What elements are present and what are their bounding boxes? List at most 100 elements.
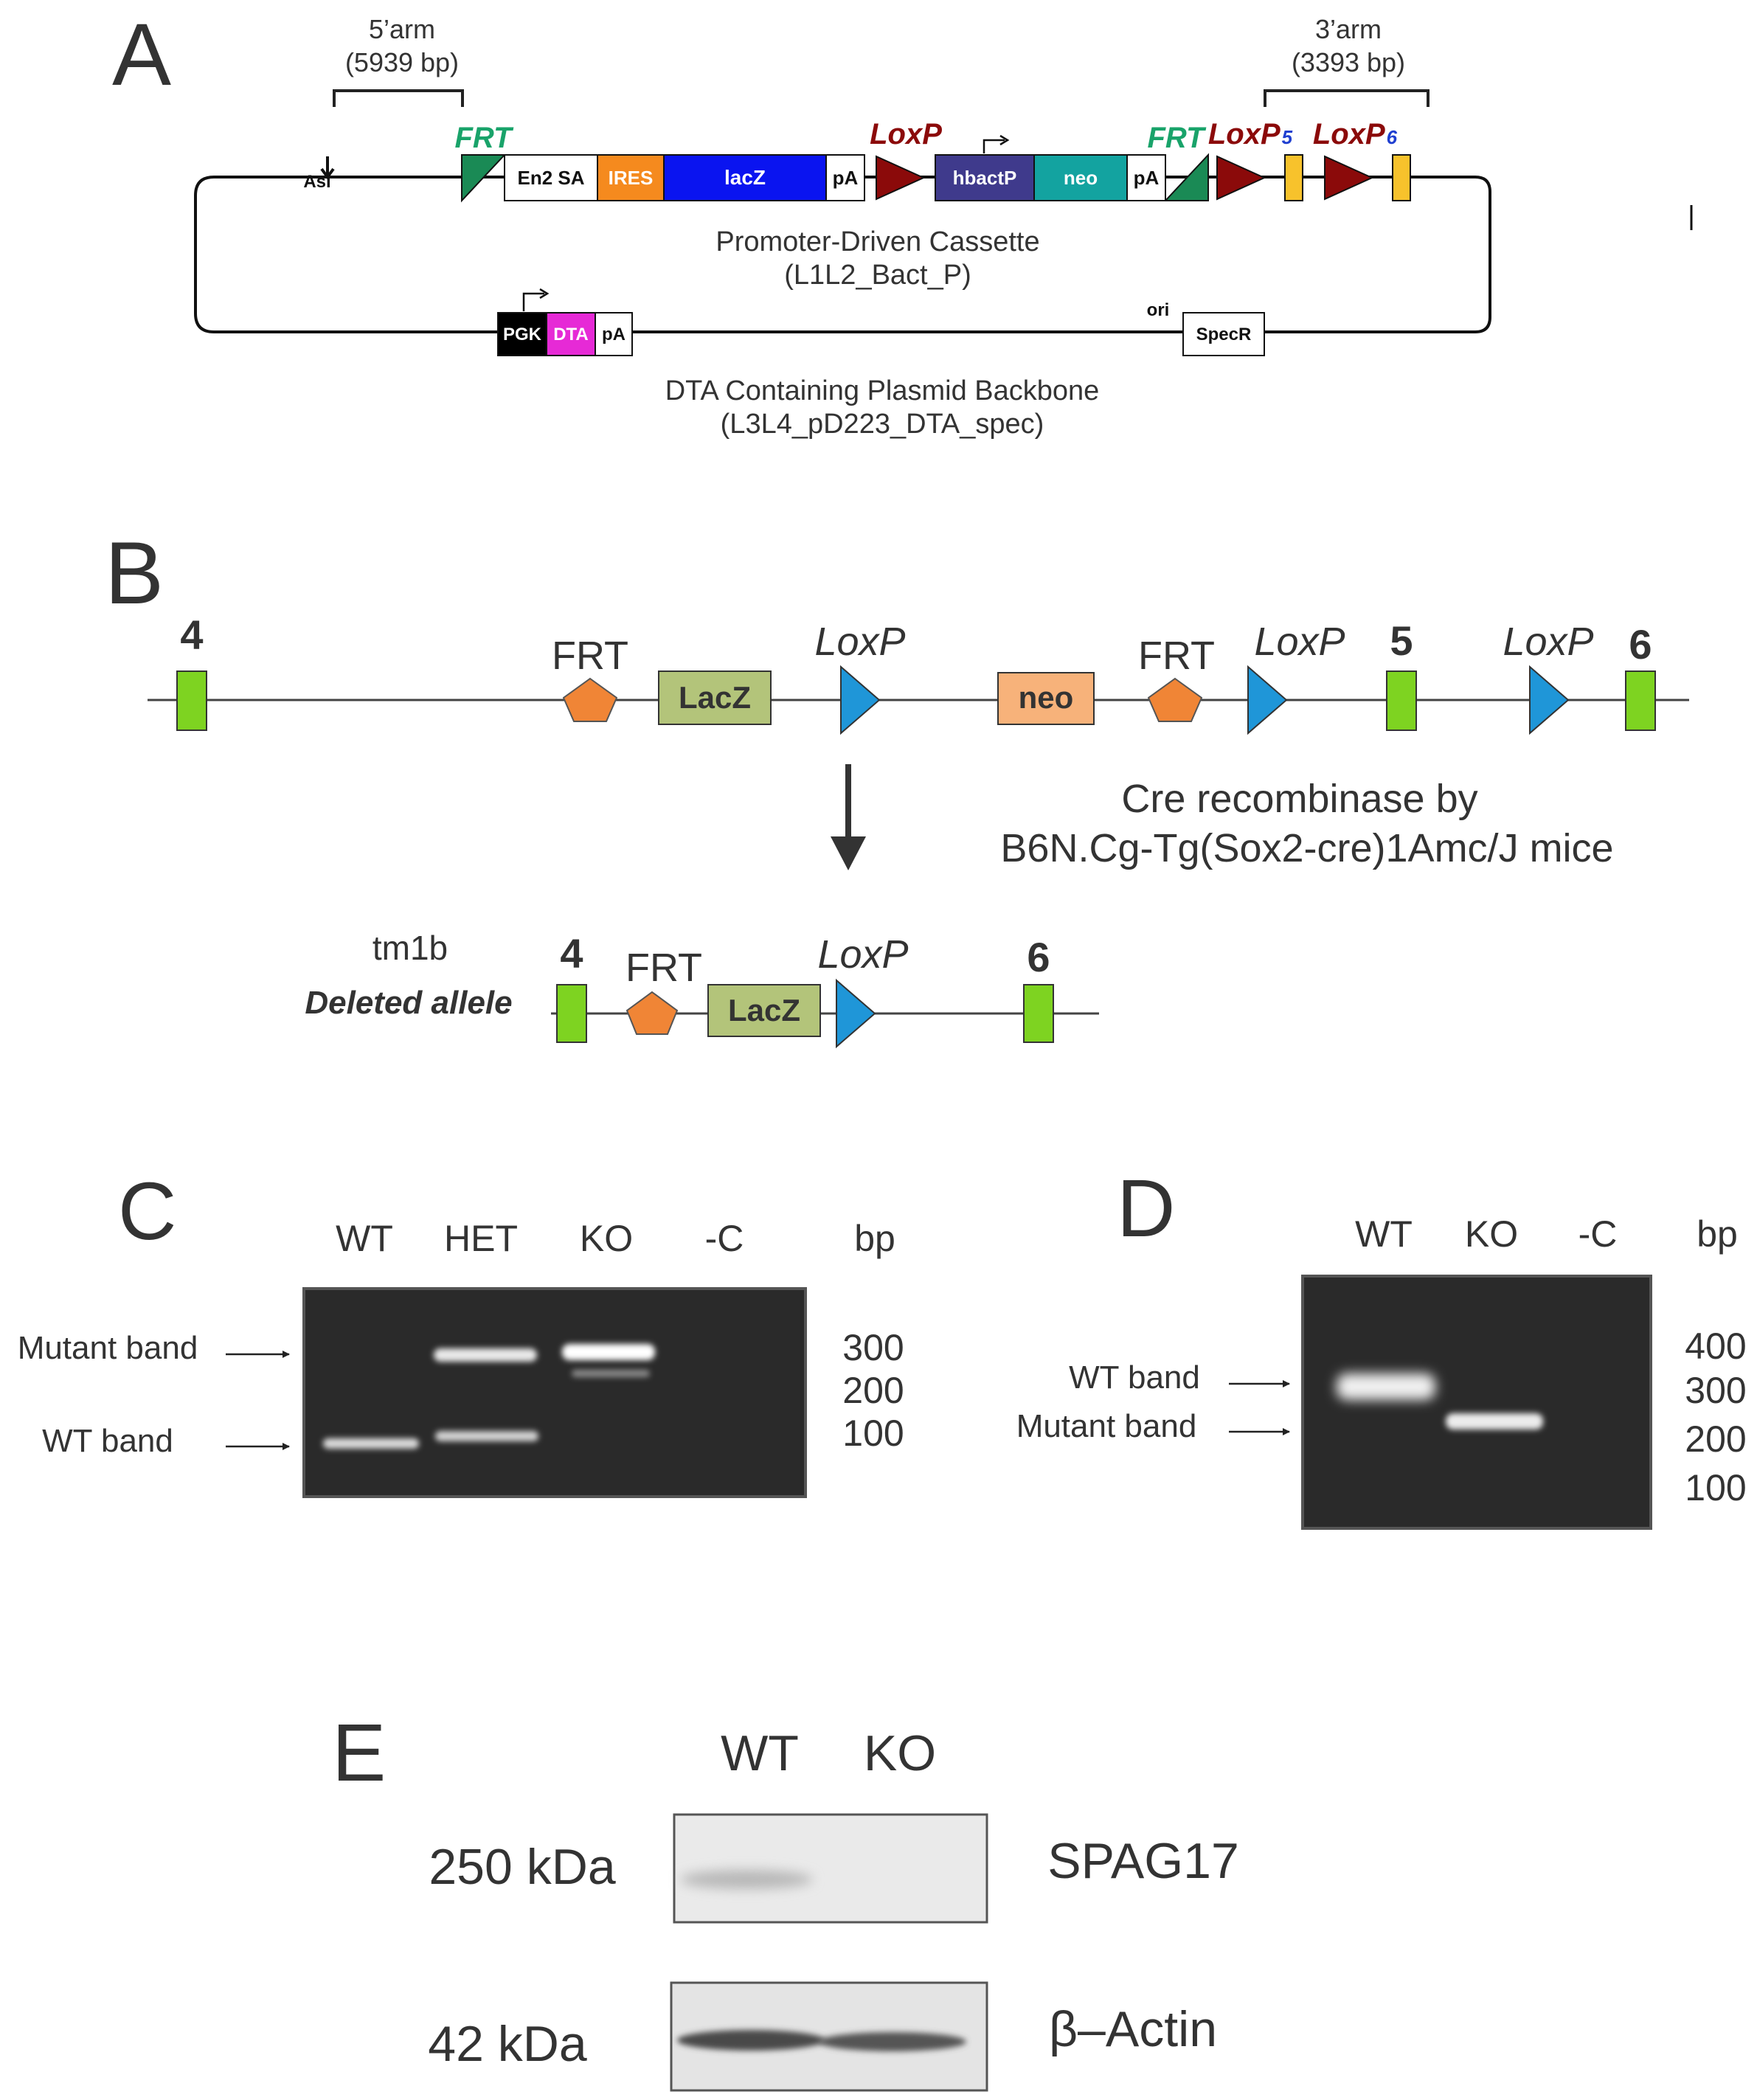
neo-box-a xyxy=(1033,154,1128,201)
lacz-text: lacZ xyxy=(724,166,766,189)
pa-text-1: pA xyxy=(833,167,859,189)
frt-label-2: FRT xyxy=(1147,122,1207,154)
loxp-label-2: LoxP5 xyxy=(1208,118,1293,150)
arm5-size: (5939 bp) xyxy=(345,47,459,77)
mutant-band-label-d: Mutant band xyxy=(1016,1408,1197,1444)
frt-site-2 xyxy=(1163,153,1209,201)
frt-site-b2 xyxy=(1147,677,1203,722)
loxp-label-b1: LoxP xyxy=(814,620,905,664)
backbone-title: DTA Containing Plasmid Backbone xyxy=(665,375,1100,406)
lacz-text-b: LacZ xyxy=(679,680,751,715)
marker-d-100: 100 xyxy=(1685,1467,1746,1508)
lane-c-wt: WT xyxy=(336,1218,393,1259)
lane-d-neg: -C xyxy=(1578,1213,1618,1255)
del-frt-site xyxy=(625,991,679,1035)
en2sa-text: En2 SA xyxy=(517,167,584,189)
del-exon-4-label: 4 xyxy=(560,930,583,977)
loxp-label-1: LoxP xyxy=(870,118,942,150)
exon-5-label: 5 xyxy=(1390,617,1413,664)
loxp-site-b1 xyxy=(840,665,881,735)
panel-b: B 4 FRT LacZ LoxP neo FRT LoxP 5 LoxP 6 … xyxy=(105,524,1689,1049)
del-lacz-box xyxy=(707,984,821,1037)
dta-text: DTA xyxy=(553,325,589,344)
frt-label-1: FRT xyxy=(454,122,514,154)
exon-6-a xyxy=(1392,154,1411,201)
hbactp-text: hbactP xyxy=(953,167,1017,189)
band-c-ko-mutant xyxy=(562,1344,655,1360)
exon-4-label: 4 xyxy=(180,611,203,658)
marker-d-200: 200 xyxy=(1685,1418,1746,1460)
arm5-label: 5’arm xyxy=(369,14,435,44)
lane-e-ko: KO xyxy=(864,1725,936,1781)
band-c-ko-faint xyxy=(572,1370,650,1377)
lane-e-wt: WT xyxy=(721,1725,799,1781)
blot-spag17 xyxy=(673,1813,988,1924)
cre-line-2: B6N.Cg-Tg(Sox2-cre)1Amc/J mice xyxy=(1000,826,1613,870)
pgk-text: PGK xyxy=(503,325,542,344)
panel-d: D WT KO -C bp 400 300 200 100 WT band Mu… xyxy=(1016,1163,1747,1530)
neo-box-b xyxy=(997,672,1095,725)
lane-c-ko: KO xyxy=(580,1218,633,1259)
loxp-label-b2: LoxP xyxy=(1254,620,1345,664)
loxp-label-3: LoxP6 xyxy=(1313,118,1398,150)
neo-text-a: neo xyxy=(1064,167,1098,189)
panel-d-label: D xyxy=(1117,1163,1175,1254)
mw-top-label: 250 kDa xyxy=(429,1839,615,1895)
backbone-sub: (L3L4_pD223_DTA_spec) xyxy=(721,409,1044,440)
pgk-box xyxy=(497,312,547,356)
band-d-ko xyxy=(1446,1413,1543,1430)
del-exon-4 xyxy=(556,984,587,1043)
loxp-site-b2 xyxy=(1247,665,1288,735)
pa-box-3 xyxy=(595,312,633,356)
marker-c-200: 200 xyxy=(842,1370,904,1411)
loxp-label-b3: LoxP xyxy=(1503,620,1593,664)
exon-5-a xyxy=(1284,154,1303,201)
cassette-sub: (L1L2_Bact_P) xyxy=(784,260,971,291)
loxp-label-2-text: LoxP xyxy=(1208,118,1281,150)
panel-a: A 5’arm (5939 bp) 3’arm (3393 bp) Asi FR… xyxy=(112,5,1693,440)
pgk-promoter-arrow xyxy=(522,292,544,311)
exon-6 xyxy=(1625,670,1656,731)
cre-line-1: Cre recombinase by xyxy=(1121,777,1477,821)
neo-text-b: neo xyxy=(1019,680,1074,715)
del-loxp-label: LoxP xyxy=(817,932,908,977)
pa-text-3: pA xyxy=(602,325,625,344)
arm3-size: (3393 bp) xyxy=(1292,47,1405,77)
frt-label-b1: FRT xyxy=(552,634,628,678)
loxp-label-2-num: 5 xyxy=(1282,126,1293,148)
asi-label: Asi xyxy=(303,172,330,192)
del-frt-label: FRT xyxy=(625,946,702,990)
plasmid-backbone-line xyxy=(194,176,1491,333)
en2sa-box xyxy=(504,154,598,201)
panel-c-label: C xyxy=(118,1166,176,1257)
marker-c-300: 300 xyxy=(842,1327,904,1368)
hbactp-box xyxy=(935,154,1035,201)
exon-5 xyxy=(1386,670,1417,731)
bp-label-c: bp xyxy=(854,1218,895,1259)
frt-label-b2: FRT xyxy=(1138,634,1215,678)
tm1b-label: tm1b xyxy=(372,929,448,967)
arm3-label: 3’arm xyxy=(1315,14,1382,44)
protein-top-label: SPAG17 xyxy=(1047,1833,1239,1889)
loxp-site-2 xyxy=(1216,155,1266,201)
wt-band-label-c: WT band xyxy=(42,1423,173,1459)
marker-d-400: 400 xyxy=(1685,1326,1746,1367)
loxp-site-b3 xyxy=(1529,665,1570,735)
lane-c-het: HET xyxy=(444,1218,518,1259)
band-c-wt-wt xyxy=(323,1438,419,1449)
ires-box xyxy=(597,154,665,201)
panel-e-label: E xyxy=(332,1708,386,1798)
lane-d-ko: KO xyxy=(1465,1213,1518,1255)
lane-c-neg: -C xyxy=(705,1218,744,1259)
loxp-label-3-text: LoxP xyxy=(1313,118,1385,150)
marker-d-300: 300 xyxy=(1685,1370,1746,1411)
band-actin-ko xyxy=(819,2032,966,2051)
frt-site-1 xyxy=(461,154,507,203)
band-spag17-wt xyxy=(680,1870,813,1889)
del-exon-6 xyxy=(1023,984,1054,1043)
band-actin-wt xyxy=(677,2030,825,2051)
del-exon-6-label: 6 xyxy=(1027,934,1050,980)
mutant-band-label-c: Mutant band xyxy=(18,1330,198,1366)
del-loxp-site xyxy=(836,978,876,1049)
